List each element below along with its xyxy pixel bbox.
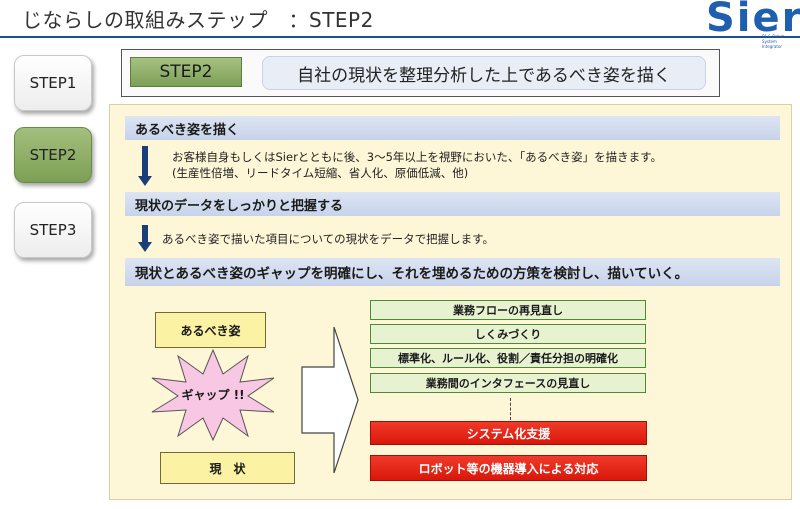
page-title: じならしの取組みステップ ：STEP2 bbox=[22, 8, 374, 32]
section-ideal-title: あるべき姿を描く bbox=[125, 116, 780, 140]
header-divider bbox=[0, 36, 800, 38]
robot-introduction-box: ロボット等の機器導入による対応 bbox=[370, 455, 647, 481]
section-current-title: 現状のデータをしっかりと把握する bbox=[125, 192, 780, 216]
current-state-box: 現 状 bbox=[160, 452, 295, 484]
step2-button[interactable]: STEP2 bbox=[14, 127, 92, 183]
measure-workflow-box: 業務フローの再見直し bbox=[370, 300, 646, 320]
step1-button[interactable]: STEP1 bbox=[14, 55, 92, 111]
measure-standardization-box: 標準化、ルール化、役割／責任分担の明確化 bbox=[370, 348, 646, 368]
section-gap-title: 現状とあるべき姿のギャップを明確にし、それを埋めるための方策を検討し、描いていく… bbox=[125, 258, 780, 286]
right-arrow-icon bbox=[301, 326, 359, 474]
sier-logo: Sier bbox=[706, 0, 800, 41]
section-ideal-note: お客様自身もしくはSierとともに後、3～5年以上を視野においた、「あるべき姿」… bbox=[172, 150, 663, 164]
logo-tagline: FA & Robot System Integrator bbox=[762, 34, 784, 49]
system-support-box: システム化支援 bbox=[370, 421, 647, 445]
step3-button[interactable]: STEP3 bbox=[14, 202, 92, 258]
banner-step-label: STEP2 bbox=[130, 57, 242, 87]
dashed-connector bbox=[510, 398, 511, 420]
section-current-note: あるべき姿で描いた項目についての現状をデータで把握します。 bbox=[162, 232, 495, 246]
measure-interface-box: 業務間のインタフェースの見直し bbox=[370, 373, 646, 393]
down-arrow-icon bbox=[138, 225, 152, 252]
ideal-state-box: あるべき姿 bbox=[155, 312, 266, 348]
down-arrow-icon bbox=[138, 146, 152, 186]
measure-system-building-box: しくみづくり bbox=[370, 324, 646, 344]
banner-heading: 自社の現状を整理分析した上であるべき姿を描く bbox=[262, 56, 706, 90]
gap-starburst-icon bbox=[151, 348, 275, 442]
gap-label: ギャップ !! bbox=[181, 387, 245, 402]
section-ideal-examples: (生産性倍増、リードタイム短縮、省人化、原価低減、他) bbox=[172, 166, 469, 180]
